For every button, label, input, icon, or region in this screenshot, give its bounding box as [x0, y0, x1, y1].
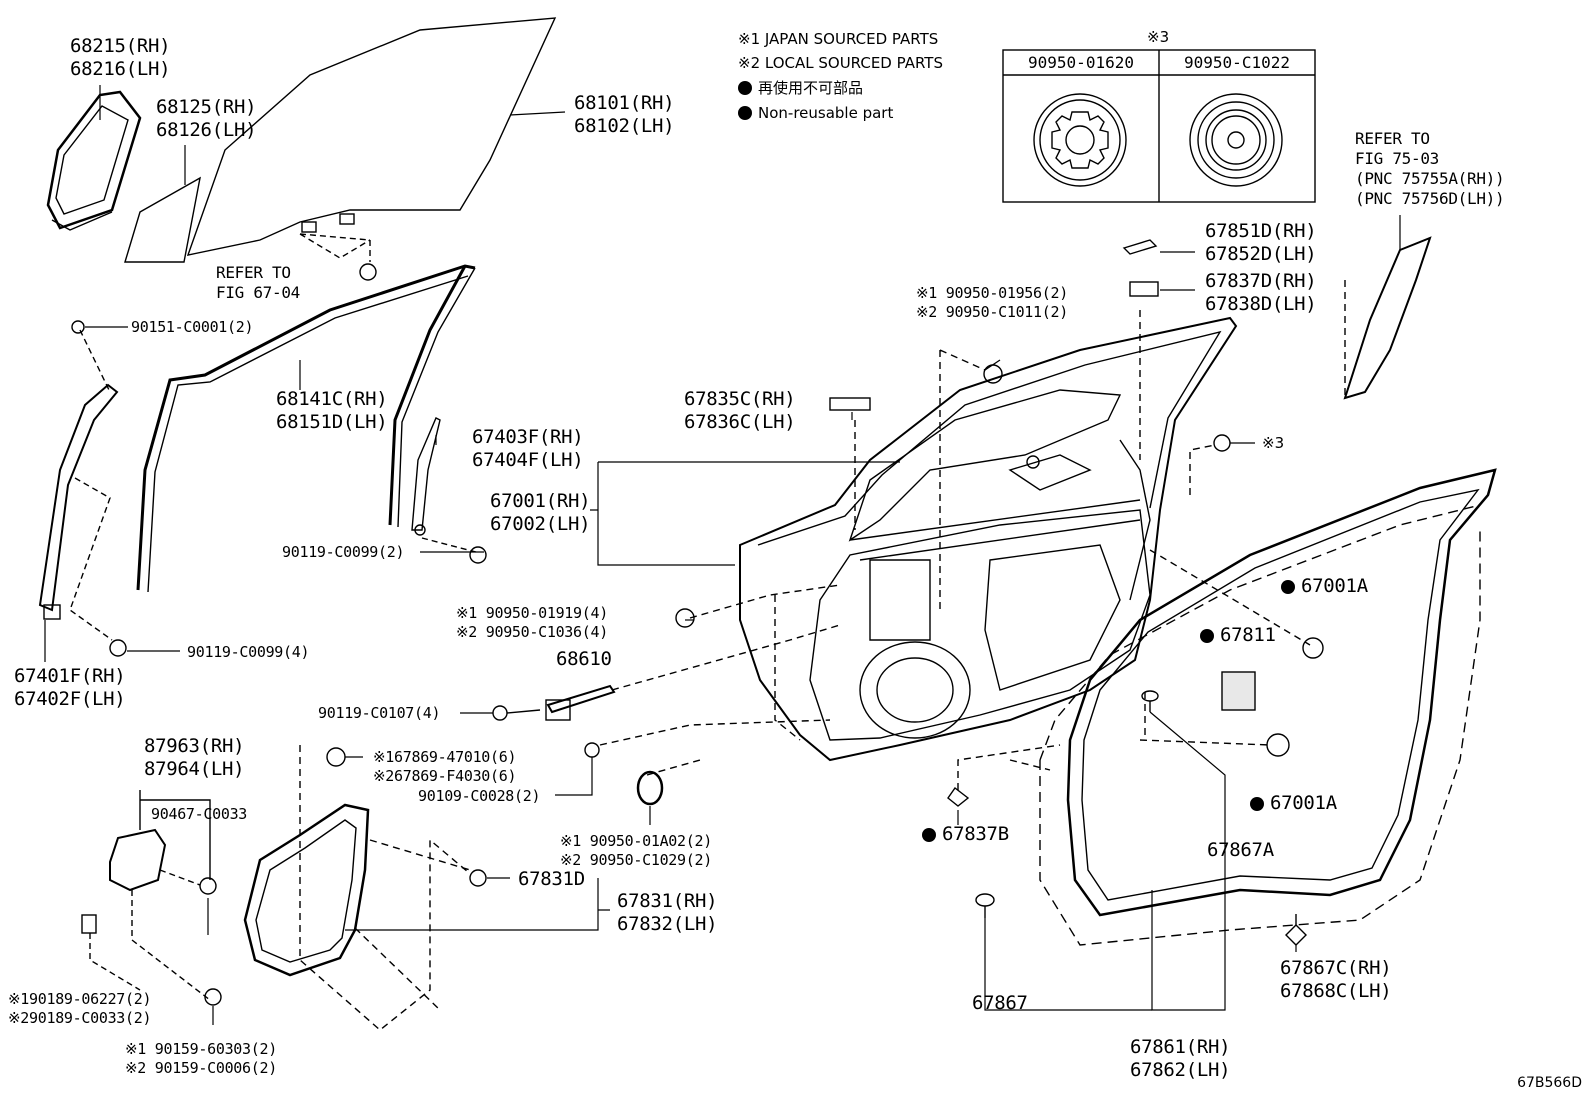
label-90467[interactable]: 90467-C0033	[151, 805, 248, 823]
legend-nonreusable-en-text: Non-reusable part	[758, 104, 894, 122]
label-90950-01919[interactable]: ※1 90950-01919(4) ※2 90950-C1036(4)	[456, 604, 608, 641]
leader-dashes	[599, 280, 1346, 790]
label-68215[interactable]: 68215(RH) 68216(LH)	[70, 35, 171, 80]
small-quarter-glass	[124, 176, 201, 263]
label-68125[interactable]: 68125(RH) 68126(LH)	[156, 96, 257, 141]
label-67837d[interactable]: 67837D(RH) 67838D(LH)	[1205, 270, 1317, 315]
mirror-module	[81, 828, 222, 1006]
run-channel	[136, 264, 476, 593]
door-glass	[186, 17, 557, 256]
label-90119-c0107[interactable]: 90119-C0107(4)	[318, 704, 441, 722]
label-67869[interactable]: ※167869-47010(6) ※267869-F4030(6)	[373, 748, 517, 785]
door-weatherstrip	[1039, 468, 1497, 946]
label-90151[interactable]: 90151-C0001(2)	[131, 318, 254, 336]
leader-lines	[44, 85, 1401, 1025]
door-check	[492, 684, 616, 758]
seal-pad	[1221, 671, 1256, 711]
label-67861[interactable]: 67861(RH) 67862(LH)	[1130, 1036, 1231, 1081]
rear-lower-channel	[411, 417, 441, 531]
label-refer-75-03[interactable]: REFER TO FIG 75-03 (PNC 75755A(RH)) (PNC…	[1355, 129, 1505, 208]
label-67867c[interactable]: 67867C(RH) 67868C(LH)	[1280, 957, 1392, 1002]
label-67811[interactable]: 67811	[1200, 624, 1276, 647]
label-67867a[interactable]: 67867A	[1207, 839, 1274, 861]
label-68610[interactable]: 68610	[556, 648, 612, 670]
quarter-glass-frame	[46, 90, 142, 231]
label-67837b[interactable]: 67837B	[922, 823, 1009, 846]
label-90189[interactable]: ※190189-06227(2) ※290189-C0033(2)	[8, 990, 152, 1027]
label-refer-67-04[interactable]: REFER TO FIG 67-04	[216, 263, 300, 302]
label-68141[interactable]: 68141C(RH) 68151D(LH)	[276, 388, 388, 433]
stopper-clip	[1129, 281, 1159, 297]
label-67403[interactable]: 67403F(RH) 67404F(LH)	[472, 426, 584, 471]
nonreusable-dot-icon	[922, 828, 936, 842]
legend-nonreusable-jp-text: 再使用不可部品	[758, 79, 864, 97]
ref-table-mark: ※3	[1147, 28, 1170, 46]
nonreusable-dot-icon	[1281, 580, 1295, 594]
label-68101[interactable]: 68101(RH) 68102(LH)	[574, 92, 675, 137]
nonreusable-dot-icon	[738, 81, 752, 95]
label-90109[interactable]: 90109-C0028(2)	[418, 787, 541, 805]
diagram-code: 67B566D	[1517, 1075, 1582, 1091]
outer-handle-pad	[829, 397, 871, 411]
label-90159[interactable]: ※1 90159-60303(2) ※2 90159-C0006(2)	[125, 1040, 277, 1077]
nonreusable-dot-icon	[738, 106, 752, 120]
label-67001a-lower[interactable]: 67001A	[1250, 792, 1337, 815]
label-67001a-upper[interactable]: 67001A	[1281, 575, 1368, 598]
ref-table	[1002, 49, 1316, 203]
nonreusable-dot-icon	[1250, 797, 1264, 811]
label-67867[interactable]: 67867	[972, 992, 1028, 1014]
front-lower-channel	[38, 320, 127, 657]
label-67401[interactable]: 67401F(RH) 67402F(LH)	[14, 665, 126, 710]
frame-garnish	[1343, 236, 1432, 400]
label-67831[interactable]: 67831(RH) 67832(LH)	[617, 890, 718, 935]
legend-japan: ※1 JAPAN SOURCED PARTS	[738, 30, 939, 48]
label-67835[interactable]: 67835C(RH) 67836C(LH)	[684, 388, 796, 433]
label-67831d[interactable]: 67831D	[518, 868, 585, 890]
label-90119-c0099-2[interactable]: 90119-C0099(2)	[282, 543, 405, 561]
ref-table-col2: 90950-C1022	[1184, 53, 1290, 72]
label-90950-01a02[interactable]: ※1 90950-01A02(2) ※2 90950-C1029(2)	[560, 832, 712, 869]
ref-table-col1: 90950-01620	[1028, 53, 1134, 72]
label-87963[interactable]: 87963(RH) 87964(LH)	[144, 735, 245, 780]
grommet	[636, 770, 664, 806]
label-mark3: ※3	[1262, 434, 1285, 452]
legend-nonreusable-jp: 再使用不可部品	[738, 76, 863, 100]
legend-nonreusable-en: Non-reusable part	[738, 101, 893, 125]
door-shell	[739, 316, 1238, 762]
nonreusable-dot-icon	[1200, 629, 1214, 643]
legend-local: ※2 LOCAL SOURCED PARTS	[738, 54, 943, 72]
label-90119-c0099-4[interactable]: 90119-C0099(4)	[187, 643, 310, 661]
label-67001[interactable]: 67001(RH) 67002(LH)	[490, 490, 591, 535]
label-90950-01956[interactable]: ※1 90950-01956(2) ※2 90950-C1011(2)	[916, 284, 1068, 321]
label-67851[interactable]: 67851D(RH) 67852D(LH)	[1205, 220, 1317, 265]
glass-clips	[299, 213, 377, 281]
